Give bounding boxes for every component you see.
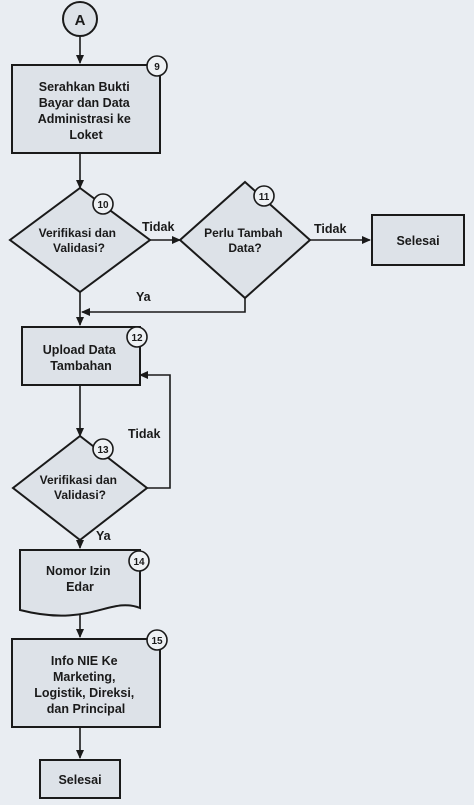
step-badge [92,193,114,215]
document-shape [19,549,141,617]
text-line: dan Principal [47,702,126,716]
decision-diamond [8,186,152,294]
decision-text: Perlu Tambah Data? [204,226,286,255]
step-number: 12 [131,333,143,344]
process-text: Info NIE Ke Marketing, Logistik, Direksi… [34,654,138,716]
step-badge [146,55,168,77]
step-badge [253,185,275,207]
text-line: Tambahan [50,359,112,373]
document-step-14: Nomor Izin Edar 14 [19,549,150,617]
edge-label-tidak: Tidak [314,222,346,236]
edge-label-tidak: Tidak [142,220,174,234]
document-text: Nomor Izin Edar [46,564,114,594]
text-line: Nomor Izin [46,564,111,578]
step-number: 14 [133,557,145,568]
decision-text: Verifikasi dan Validasi? [39,226,120,255]
end-label: Selesai [396,234,439,248]
text-line: Serahkan Bukti [39,80,130,94]
text-line: Upload Data [43,343,117,357]
process-step-12: Upload Data Tambahan 12 [21,326,148,386]
process-step-9: Serahkan Bukti Bayar dan Data Administra… [11,55,168,154]
step-number: 13 [97,445,109,456]
process-step-15: Info NIE Ke Marketing, Logistik, Direksi… [11,629,168,728]
decision-step-13: Verifikasi dan Validasi? 13 [11,434,149,542]
step-number: 10 [97,200,109,211]
process-box [11,64,161,154]
step-number: 15 [151,636,163,647]
text-line: Loket [69,128,103,142]
end-label: Selesai [58,773,101,787]
text-line: Data? [228,241,261,255]
text-line: Marketing, [53,670,116,684]
process-box [21,326,141,386]
text-line: Edar [66,580,94,594]
edge-13-tidak-loop [139,371,171,489]
process-text: Serahkan Bukti Bayar dan Data Administra… [38,80,135,142]
step-badge [128,550,150,572]
step-badge [92,438,114,460]
decision-step-11: Perlu Tambah Data? 11 [178,180,312,300]
process-box [11,638,161,728]
edge-label-ya: Ya [96,529,112,543]
decision-diamond [178,180,312,300]
text-line: Bayar dan Data [39,96,131,110]
end-box [39,759,121,799]
step-badge [146,629,168,651]
connector-lines [76,37,371,759]
terminal-end-2: Selesai [39,759,121,799]
text-line: Validasi? [53,241,105,255]
end-box [371,214,465,266]
text-line: Validasi? [54,488,106,502]
process-text: Upload Data Tambahan [43,343,119,373]
text-line: Logistik, Direksi, [34,686,134,700]
decision-step-10: Verifikasi dan Validasi? 10 [8,186,152,294]
connector-a: A [62,1,98,37]
terminal-end-1: Selesai [371,214,465,266]
text-line: Verifikasi dan [40,473,117,487]
step-number: 9 [154,62,160,73]
decision-text: Verifikasi dan Validasi? [40,473,121,502]
edge-label-tidak: Tidak [128,427,160,441]
decision-diamond [11,434,149,542]
step-number: 11 [259,192,270,203]
connector-label: A [75,12,86,29]
edge-11-ya-back [81,298,246,316]
edge-labels: Tidak Tidak Ya Tidak Ya [96,220,346,543]
text-line: Perlu Tambah [204,226,282,240]
text-line: Administrasi ke [38,112,131,126]
text-line: Info NIE Ke [51,654,118,668]
connector-circle [62,1,98,37]
text-line: Verifikasi dan [39,226,116,240]
step-badge [126,326,148,348]
edge-label-ya: Ya [136,290,152,304]
